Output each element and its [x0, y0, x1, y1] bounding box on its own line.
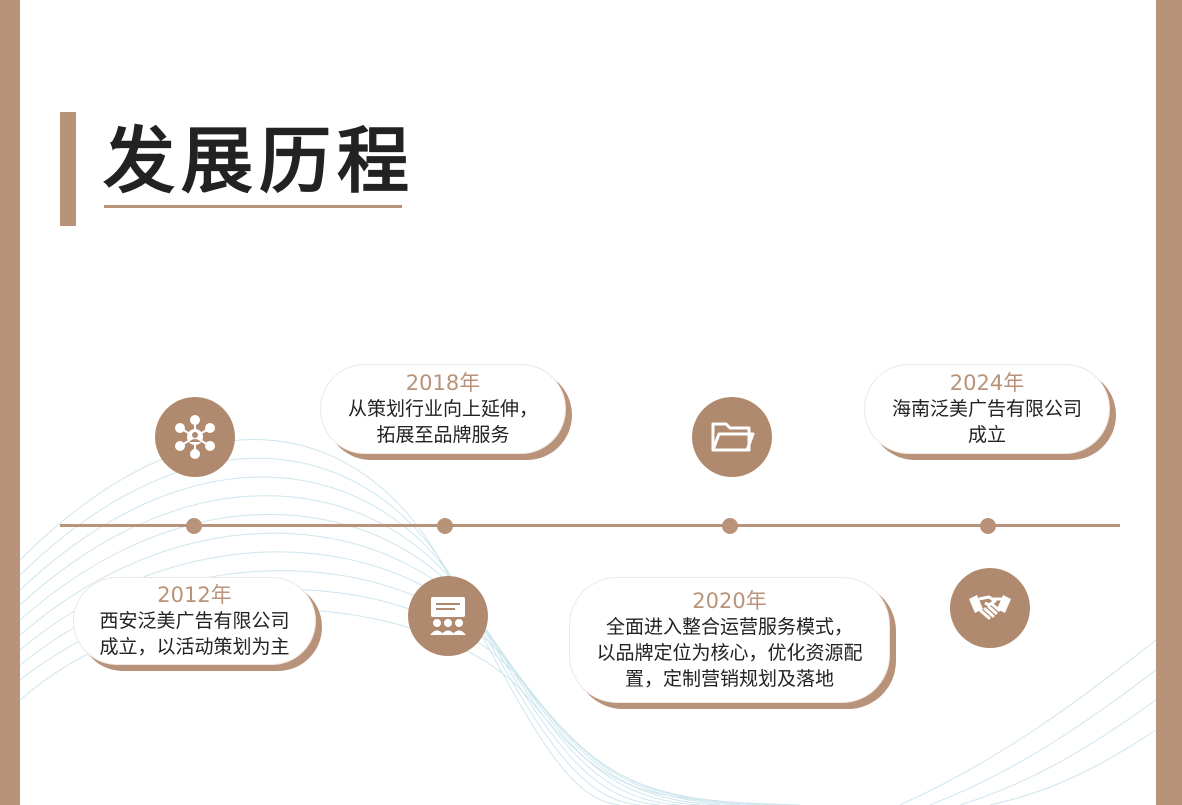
timeline-line: [60, 524, 1120, 527]
title-accent-bar: [60, 112, 76, 226]
page-title: 发展历程: [103, 119, 416, 203]
timeline-dot-2018: [437, 518, 453, 534]
event-year: 2012年: [157, 583, 232, 607]
right-border-bar: [1156, 0, 1182, 805]
network-icon: [155, 397, 235, 477]
timeline-dot-2012: [186, 518, 202, 534]
event-card-2020: 2020年 全面进入整合运营服务模式， 以品牌定位为核心，优化资源配 置，定制营…: [569, 577, 890, 703]
left-border-bar: [0, 0, 20, 805]
event-card-2012: 2012年 西安泛美广告有限公司 成立，以活动策划为主: [73, 577, 316, 665]
timeline-dot-2024: [980, 518, 996, 534]
network-glyph: [175, 415, 215, 459]
event-description: 西安泛美广告有限公司 成立，以活动策划为主: [99, 610, 290, 658]
folder-icon: [692, 397, 772, 477]
event-description: 海南泛美广告有限公司 成立: [891, 398, 1082, 446]
presentation-audience-icon: [408, 576, 488, 656]
event-description: 从策划行业向上延伸， 拓展至品牌服务: [347, 398, 538, 446]
event-year: 2018年: [405, 371, 481, 395]
handshake-icon: [950, 568, 1030, 648]
timeline-dot-2020: [722, 518, 738, 534]
event-description: 全面进入整合运营服务模式， 以品牌定位为核心，优化资源配 置，定制营销规划及落地: [596, 616, 863, 690]
event-card-2024: 2024年 海南泛美广告有限公司 成立: [864, 364, 1110, 454]
presentation-glyph: [430, 597, 466, 635]
event-year: 2024年: [949, 371, 1025, 395]
title-underline: [104, 205, 402, 208]
event-card-2018: 2018年 从策划行业向上延伸， 拓展至品牌服务: [320, 364, 566, 454]
handshake-glyph: [969, 595, 1011, 620]
event-year: 2020年: [692, 589, 767, 613]
folder-glyph: [711, 422, 755, 452]
